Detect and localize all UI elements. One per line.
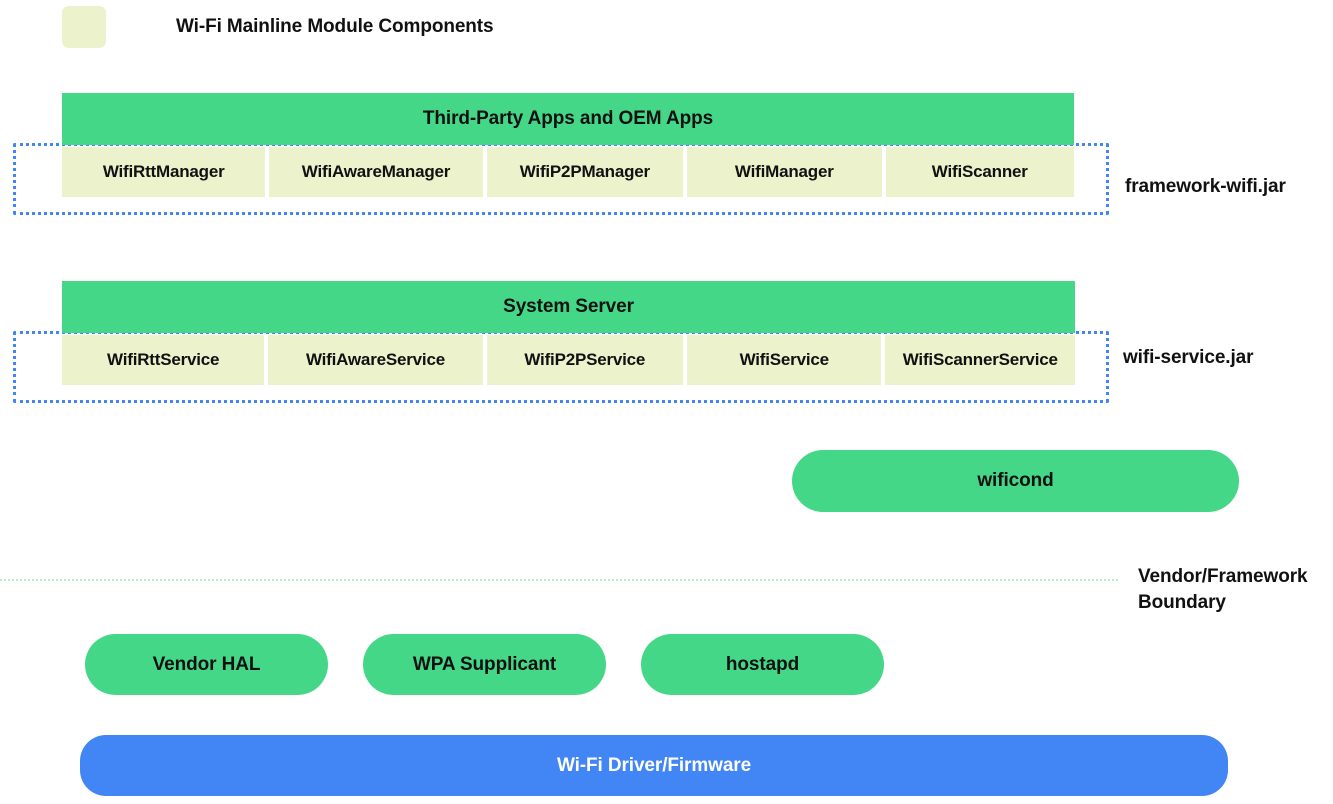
cell-wifimanager[interactable]: WifiManager <box>687 147 882 197</box>
wpa-supplicant-label: WPA Supplicant <box>412 653 557 675</box>
framework-cells-row: WifiRttManager WifiAwareManager WifiP2PM… <box>62 147 1074 197</box>
hostapd-pill[interactable]: hostapd <box>641 634 884 695</box>
framework-wifi-jar-label: framework-wifi.jar <box>1125 176 1286 197</box>
service-cells-row: WifiRttService WifiAwareService WifiP2PS… <box>62 335 1075 385</box>
wpa-supplicant-pill[interactable]: WPA Supplicant <box>363 634 606 695</box>
wifi-driver-firmware-bar[interactable]: Wi-Fi Driver/Firmware <box>80 735 1228 796</box>
cell-wifiscannerservice[interactable]: WifiScannerService <box>885 335 1075 385</box>
cell-label: WifiManager <box>734 162 834 181</box>
system-server-header: System Server <box>62 281 1075 333</box>
cell-label: WifiAwareService <box>305 350 445 369</box>
legend-label: Wi-Fi Mainline Module Components <box>176 16 494 37</box>
boundary-label-line2: Boundary <box>1138 592 1226 613</box>
wifi-driver-firmware-label: Wi-Fi Driver/Firmware <box>556 754 752 776</box>
wifi-service-jar-label: wifi-service.jar <box>1123 347 1254 368</box>
cell-wifip2pmanager[interactable]: WifiP2PManager <box>486 147 684 197</box>
cell-label: WifiP2PManager <box>519 162 650 181</box>
vendor-hal-label: Vendor HAL <box>152 653 261 675</box>
cell-wifirttservice[interactable]: WifiRttService <box>62 335 265 385</box>
cell-label: WifiService <box>739 350 830 369</box>
cell-label: WifiP2PService <box>524 350 646 369</box>
third-party-apps-header: Third-Party Apps and OEM Apps <box>62 93 1074 145</box>
cell-label: WifiScanner <box>931 162 1028 181</box>
third-party-apps-header-label: Third-Party Apps and OEM Apps <box>422 108 714 129</box>
wificond-pill[interactable]: wificond <box>792 450 1239 512</box>
system-server-header-label: System Server <box>503 296 634 317</box>
vendor-hal-pill[interactable]: Vendor HAL <box>85 634 328 695</box>
legend-swatch-icon <box>62 6 106 48</box>
legend: Wi-Fi Mainline Module Components <box>62 6 494 48</box>
cell-wifiscanner[interactable]: WifiScanner <box>885 147 1074 197</box>
boundary-label-line1: Vendor/Framework <box>1138 566 1308 587</box>
cell-wifiawareservice[interactable]: WifiAwareService <box>268 335 483 385</box>
cell-wifiservice[interactable]: WifiService <box>687 335 882 385</box>
cell-label: WifiRttService <box>107 350 220 369</box>
cell-label: WifiScannerService <box>902 350 1058 369</box>
cell-wifiawaremanager[interactable]: WifiAwareManager <box>269 147 483 197</box>
cell-wifip2pservice[interactable]: WifiP2PService <box>486 335 683 385</box>
hostapd-label: hostapd <box>725 653 800 675</box>
vendor-framework-boundary-line <box>0 579 1118 581</box>
cell-label: WifiAwareManager <box>301 162 451 181</box>
vendor-framework-boundary-label: Vendor/Framework Boundary <box>1138 564 1333 616</box>
wificond-label: wificond <box>977 470 1054 491</box>
cell-label: WifiRttManager <box>102 162 225 181</box>
cell-wifirttmanager[interactable]: WifiRttManager <box>62 147 266 197</box>
